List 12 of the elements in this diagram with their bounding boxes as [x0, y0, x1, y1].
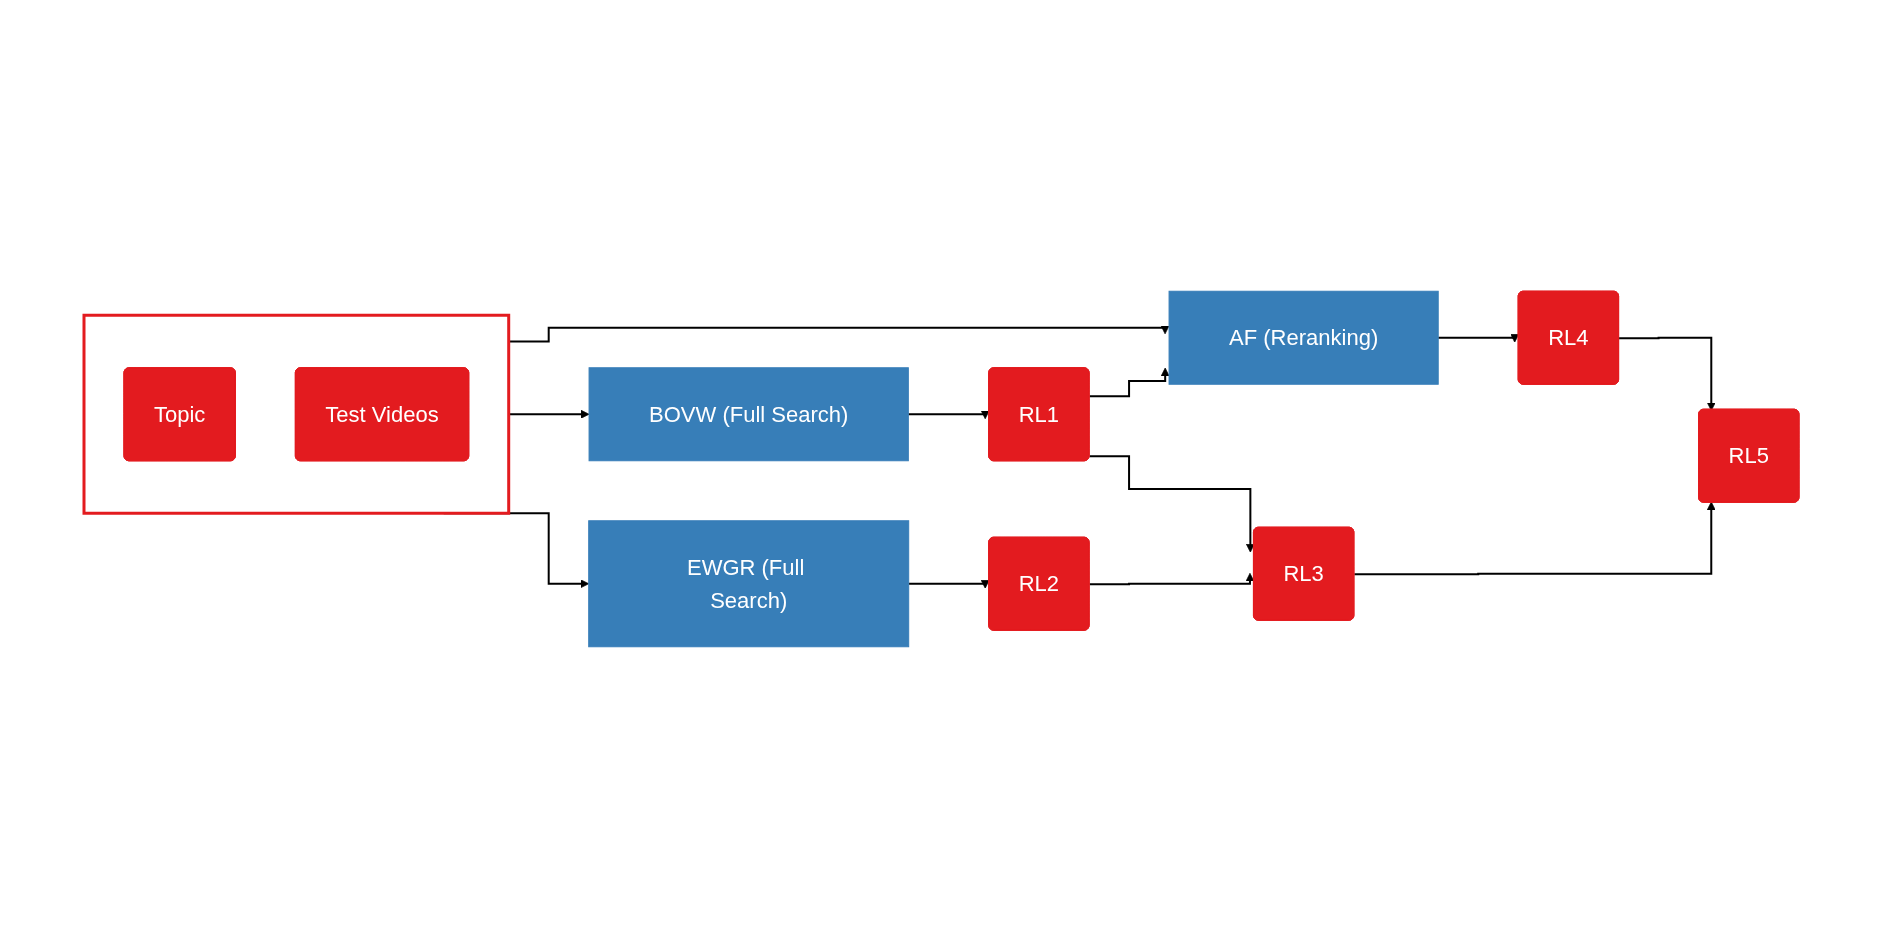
arrow: [907, 579, 990, 589]
cluster: [82, 313, 511, 515]
arrow: [1437, 333, 1520, 343]
node-box: AF (Reranking): [1168, 290, 1439, 385]
arrow: [1618, 336, 1716, 411]
arrow: [1353, 501, 1716, 576]
arrow: [907, 410, 990, 420]
node-box: EWGR (Full Search): [588, 520, 910, 648]
arrow: [1088, 455, 1255, 553]
arrow: [1088, 367, 1170, 398]
node-box: BOVW (Full Search): [588, 367, 909, 462]
arrow: [1088, 572, 1255, 586]
